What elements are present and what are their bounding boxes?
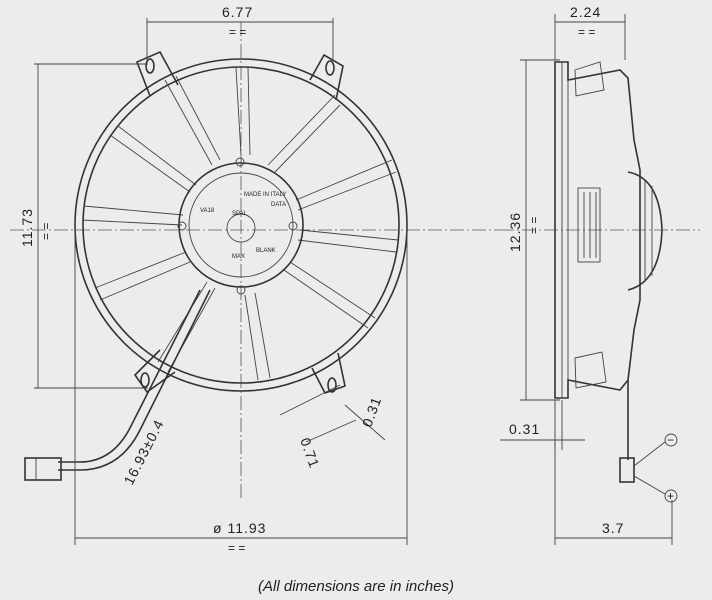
dim-depth: 2.24 — [570, 4, 601, 20]
dim-slot-width: 0.71 — [297, 436, 323, 471]
hub-label-code: VA18 — [200, 208, 215, 214]
shroud-spokes — [81, 67, 399, 381]
equal-mark-side-top: = = — [578, 25, 595, 39]
dim-flange-offset: 0.31 — [509, 421, 540, 437]
motor-hub — [178, 162, 304, 288]
side-connector — [619, 457, 635, 483]
lower-tab-profile — [574, 351, 607, 389]
front-view: SPAL DATA VA18 MADE IN ITALY MAX BLANK 6… — [10, 4, 500, 555]
equal-mark-bottom: = = — [228, 541, 245, 555]
dim-diameter: ø 11.93 — [213, 520, 266, 536]
negative-terminal-icon — [664, 433, 678, 447]
side-view: 2.24 = = 12.36 = = − + — [500, 4, 700, 545]
shroud-profile — [554, 61, 641, 399]
screw-left — [177, 221, 187, 231]
screw-bottom — [236, 285, 246, 295]
svg-text:+: + — [667, 489, 674, 503]
equal-mark-top: = = — [229, 25, 246, 39]
dim-height: 11.73 — [19, 208, 35, 247]
dim-slot-offset: 0.31 — [359, 394, 385, 429]
dim-overall-height: 12.36 — [507, 212, 523, 252]
mounting-tab-top-right — [309, 53, 344, 101]
dim-mount-spacing: 6.77 — [222, 4, 253, 20]
mounting-tab-top-left — [135, 50, 179, 97]
dim-connector-depth: 3.7 — [602, 520, 624, 536]
mounting-tab-bottom-left — [133, 349, 176, 394]
svg-text:−: − — [667, 433, 674, 447]
hub-label-brand: SPAL — [232, 211, 248, 217]
motor-hub-inner — [188, 172, 294, 278]
cable-connector — [24, 457, 62, 481]
screw-right — [288, 221, 298, 231]
hub-center — [226, 213, 256, 243]
label-plate — [577, 187, 601, 263]
hub-label-data: DATA — [271, 202, 286, 208]
screw-top — [235, 157, 245, 167]
mounting-tab-bottom-right — [311, 352, 346, 394]
upper-tab-profile — [574, 61, 605, 97]
power-cable — [58, 289, 211, 471]
equal-mark-left: = = — [39, 223, 53, 240]
hub-label-blank: BLANK — [256, 248, 276, 254]
outer-ring — [74, 58, 408, 392]
dim-cable-length: 16.93±0.4 — [120, 417, 167, 488]
hub-label-made-in: MADE IN ITALY — [244, 192, 286, 198]
equal-mark-side-left: = = — [527, 217, 541, 234]
hub-label-max: MAX — [232, 254, 245, 260]
inner-ring — [82, 66, 400, 384]
positive-terminal-icon — [664, 489, 678, 503]
caption: (All dimensions are in inches) — [258, 578, 454, 595]
